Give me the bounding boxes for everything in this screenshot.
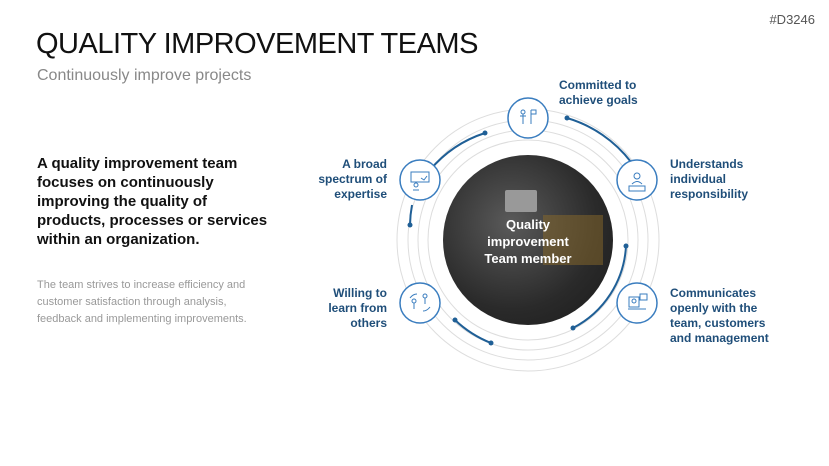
presentation-icon bbox=[410, 171, 430, 191]
arc-connector bbox=[429, 132, 486, 171]
item-label-goals: Committed to achieve goals bbox=[559, 78, 638, 107]
arc-connector bbox=[572, 245, 627, 329]
body-text: The team strives to increase efficiency … bbox=[37, 279, 247, 325]
slide-code: #D3246 bbox=[769, 12, 815, 27]
video-call-icon bbox=[628, 293, 648, 310]
people-exchange-icon bbox=[409, 293, 431, 312]
arc-connector bbox=[409, 204, 413, 226]
arc-connector bbox=[566, 117, 632, 163]
center-line: improvement bbox=[487, 234, 569, 249]
person-flag-icon bbox=[520, 109, 537, 124]
item-label-expertise: A broad spectrum of expertise bbox=[318, 157, 387, 201]
center-line: Team member bbox=[484, 251, 572, 266]
center-label: Quality improvement Team member bbox=[443, 216, 613, 267]
person-desk-icon bbox=[628, 172, 646, 192]
page-subtitle: Continuously improve projects bbox=[37, 67, 252, 84]
item-label-responsibility: Understands individual responsibility bbox=[670, 157, 749, 201]
center-line: Quality bbox=[505, 217, 551, 232]
team-photo bbox=[443, 155, 613, 325]
item-label-learn: Willing to learn from others bbox=[328, 286, 387, 330]
lead-text: A quality improvement team focuses on co… bbox=[37, 155, 268, 248]
page-title: QUALITY IMPROVEMENT TEAMS bbox=[36, 28, 478, 60]
item-label-communicates: Communicates openly with the team, custo… bbox=[670, 286, 769, 345]
